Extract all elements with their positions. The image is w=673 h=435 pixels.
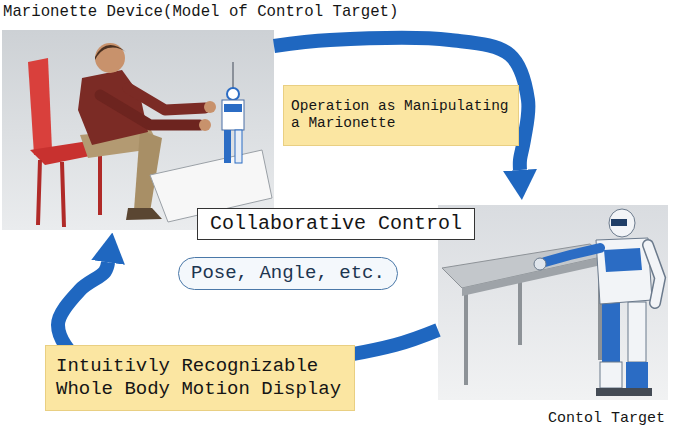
person-arm — [128, 88, 205, 110]
robot-leg — [602, 302, 620, 362]
robot-shin — [626, 362, 648, 388]
person-head — [95, 43, 125, 73]
display-box: Intuitivly Recognizable Whole Body Motio… — [45, 345, 355, 411]
mini-robot-leg — [224, 130, 231, 163]
robot-arm-outline — [648, 245, 660, 303]
box-text: Intuitivly Recognizable Whole Body Motio… — [56, 355, 344, 401]
robot-foot — [596, 388, 624, 396]
chair-leg — [38, 160, 40, 225]
marionette-string — [232, 62, 234, 88]
control-target-figure: Contol Target — [438, 205, 668, 430]
robot-head — [609, 209, 635, 237]
robot-leg — [628, 302, 646, 362]
person-shin — [134, 130, 162, 212]
robot-hand — [534, 258, 546, 270]
mini-robot-body — [222, 100, 244, 130]
mini-robot-head — [227, 88, 239, 100]
signal-pill: Pose, Angle, etc. — [178, 257, 398, 290]
chair-back — [28, 58, 52, 155]
scene-background — [2, 30, 274, 230]
chair-leg — [98, 150, 102, 215]
box-text: Collaborative Control — [210, 212, 462, 236]
operation-box: Operation as Manipulating a Marionette — [283, 85, 519, 146]
flow-arrow — [274, 38, 528, 170]
robot-arm — [545, 248, 600, 262]
robot-visor — [611, 219, 627, 226]
person-hand — [204, 101, 216, 113]
robot-arm — [648, 245, 660, 303]
figure-heading: Contol Target — [548, 410, 665, 428]
table-leg — [464, 294, 468, 385]
table-leg — [518, 282, 522, 345]
person-hand — [199, 119, 211, 131]
mini-robot-leg — [235, 130, 242, 163]
box-text: Operation as Manipulating a Marionette — [291, 98, 511, 133]
robot-foot — [624, 388, 652, 396]
marionette-scene — [2, 30, 274, 230]
mini-robot-chest — [224, 104, 242, 112]
robot-chest — [604, 248, 642, 272]
robot-shin — [600, 362, 622, 388]
person-hair — [95, 45, 126, 60]
figure-heading: Marionette Device(Model of Control Targe… — [3, 3, 398, 22]
edge-label-text: Pose, Angle, etc. — [191, 262, 385, 285]
chair-leg — [62, 162, 64, 227]
collaborative-control-box: Collaborative Control — [197, 208, 475, 240]
marionette-device-figure: Marionette Device(Model of Control Targe… — [2, 3, 274, 230]
table-edge — [462, 256, 606, 296]
person-foot — [126, 208, 162, 220]
